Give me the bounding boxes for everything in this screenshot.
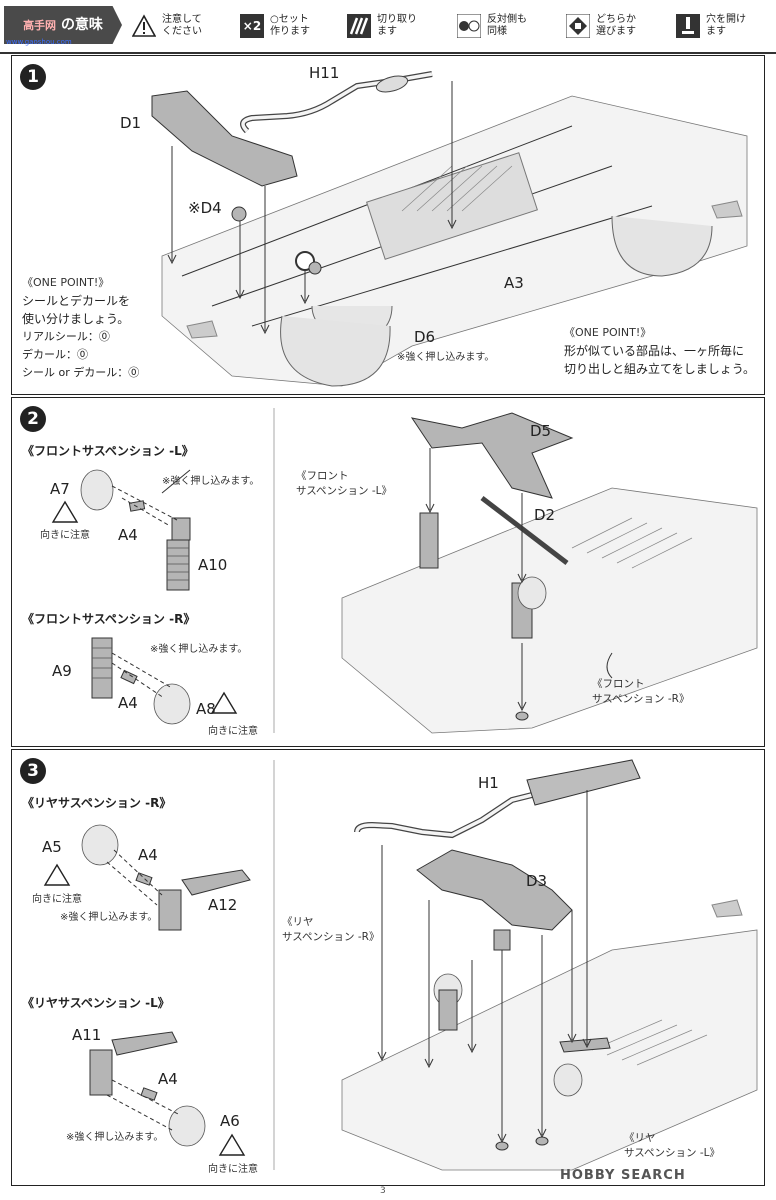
one-point-line: 形が似ている部品は、一ヶ所毎に xyxy=(564,344,745,358)
part-label-d5: D5 xyxy=(530,422,552,440)
part-label-a4: A4 xyxy=(118,526,138,544)
section-title-rear-r: 《リヤサスペンション -R》 xyxy=(22,796,172,810)
part-label-a4: A4 xyxy=(118,694,138,712)
part-label-d2: D2 xyxy=(534,506,556,524)
part-label-a3: A3 xyxy=(504,274,524,292)
one-point-left: 《ONE POINT!》 シールとデカールを 使い分けましょう。 リアルシール：… xyxy=(22,274,182,382)
step-1-panel: 1 H11 D1 ※D4 A3 D6 ※強く押し込みます。 《ONE POINT… xyxy=(11,55,765,395)
one-point-line: 切り出しと組み立てをしましょう。 xyxy=(564,362,756,376)
part-label-h1: H1 xyxy=(478,774,499,792)
part-label-a4: A4 xyxy=(138,846,158,864)
opposite-side-icon xyxy=(457,14,481,38)
part-label-a9: A9 xyxy=(52,662,72,680)
caution-text: 向きに注意 xyxy=(208,1164,258,1175)
step-number: 3 xyxy=(20,758,46,784)
caution-text: 向きに注意 xyxy=(32,894,82,905)
legend-bar: 高手网 の意味 www.gaoshou.com 注意して ください ×2 ○セッ… xyxy=(0,0,776,54)
legend-opposite-text: 反対側も 同様 xyxy=(487,14,527,37)
step-3-panel: 3 《リヤサスペンション -R》 A5 A4 向きに注意 A12 ※強く押し込み… xyxy=(11,749,765,1186)
part-label-h11: H11 xyxy=(309,64,340,82)
part-label-a4: A4 xyxy=(158,1070,178,1088)
one-point-line: シール or デカール：⓪ xyxy=(22,366,140,379)
section-title-rear-l: 《リヤサスペンション -L》 xyxy=(22,996,170,1010)
callout-line: サスペンション -L》 xyxy=(296,485,393,497)
callout-rear-r: 《リヤ サスペンション -R》 xyxy=(282,914,379,944)
legend-either-text: どちらか 選びます xyxy=(596,14,636,37)
part-label-d1: D1 xyxy=(120,114,142,132)
callout-line: サスペンション -L》 xyxy=(624,1147,721,1159)
callout-line: 《リヤ xyxy=(624,1132,656,1144)
step-number: 1 xyxy=(20,64,46,90)
part-label-a7: A7 xyxy=(50,480,70,498)
press-note: ※強く押し込みます。 xyxy=(162,476,260,487)
part-label-a6: A6 xyxy=(220,1112,240,1130)
legend-title: 高手网 の意味 xyxy=(4,6,122,44)
cut-icon xyxy=(347,14,371,38)
one-point-line: シールとデカールを xyxy=(22,294,131,308)
callout-front-r: 《フロント サスペンション -R》 xyxy=(592,676,689,706)
one-point-right: 《ONE POINT!》 形が似ている部品は、一ヶ所毎に 切り出しと組み立てをし… xyxy=(564,324,759,378)
callout-front-l: 《フロント サスペンション -L》 xyxy=(296,468,392,498)
press-note: ※強く押し込みます。 xyxy=(60,912,158,923)
legend-title-text: の意味 xyxy=(60,17,103,33)
watermark: HOBBY SEARCH xyxy=(560,1168,686,1183)
part-label-d6: D6 xyxy=(414,328,436,346)
one-point-line: 使い分けましょう。 xyxy=(22,312,130,326)
step-1-illustration xyxy=(151,71,748,387)
callout-rear-l: 《リヤ サスペンション -L》 xyxy=(624,1130,720,1160)
step-2-illustration xyxy=(51,408,758,734)
press-note: ※強く押し込みます。 xyxy=(66,1132,164,1143)
legend-cut-text: 切り取り ます xyxy=(377,14,417,37)
either-icon xyxy=(566,14,590,38)
warning-icon xyxy=(132,14,156,37)
one-point-heading: 《ONE POINT!》 xyxy=(564,326,652,339)
step-number: 2 xyxy=(20,406,46,432)
section-title-front-l: 《フロントサスペンション -L》 xyxy=(22,444,194,458)
caution-text: 向きに注意 xyxy=(40,530,90,541)
callout-line: 《リヤ xyxy=(282,916,314,928)
press-note: ※強く押し込みます。 xyxy=(397,352,495,363)
callout-line: サスペンション -R》 xyxy=(592,693,690,705)
logo-url: www.gaoshou.com xyxy=(6,38,72,46)
page-number: 3 xyxy=(380,1186,386,1196)
part-label-d3: D3 xyxy=(526,872,548,890)
legend-drill-text: 穴を開け ます xyxy=(706,14,746,37)
part-label-a10: A10 xyxy=(198,556,228,574)
one-point-heading: 《ONE POINT!》 xyxy=(22,276,110,289)
logo-text: 高手网 xyxy=(23,19,57,32)
press-note: ※強く押し込みます。 xyxy=(150,644,248,655)
callout-line: サスペンション -R》 xyxy=(282,931,380,943)
caution-text: 向きに注意 xyxy=(208,726,258,737)
part-label-a8: A8 xyxy=(196,700,216,718)
part-label-d4: ※D4 xyxy=(188,199,222,217)
part-label-a12: A12 xyxy=(208,896,238,914)
section-title-front-r: 《フロントサスペンション -R》 xyxy=(22,612,196,626)
step-2-panel: 2 《フロントサスペンション -L》 ※強く押し込みます。 A7 向きに注意 A… xyxy=(11,397,765,747)
step-3-illustration xyxy=(43,759,758,1171)
one-point-line: デカール：⓪ xyxy=(22,348,88,361)
x2-icon: ×2 xyxy=(240,14,264,38)
legend-caution-text: 注意して ください xyxy=(162,14,202,37)
drill-hole-icon xyxy=(676,14,700,38)
callout-line: 《フロント xyxy=(296,470,349,482)
callout-line: 《フロント xyxy=(592,678,645,690)
legend-x2-text: ○セット 作ります xyxy=(270,14,310,37)
part-label-a11: A11 xyxy=(72,1026,102,1044)
one-point-line: リアルシール：⓪ xyxy=(22,330,110,343)
part-label-a5: A5 xyxy=(42,838,62,856)
